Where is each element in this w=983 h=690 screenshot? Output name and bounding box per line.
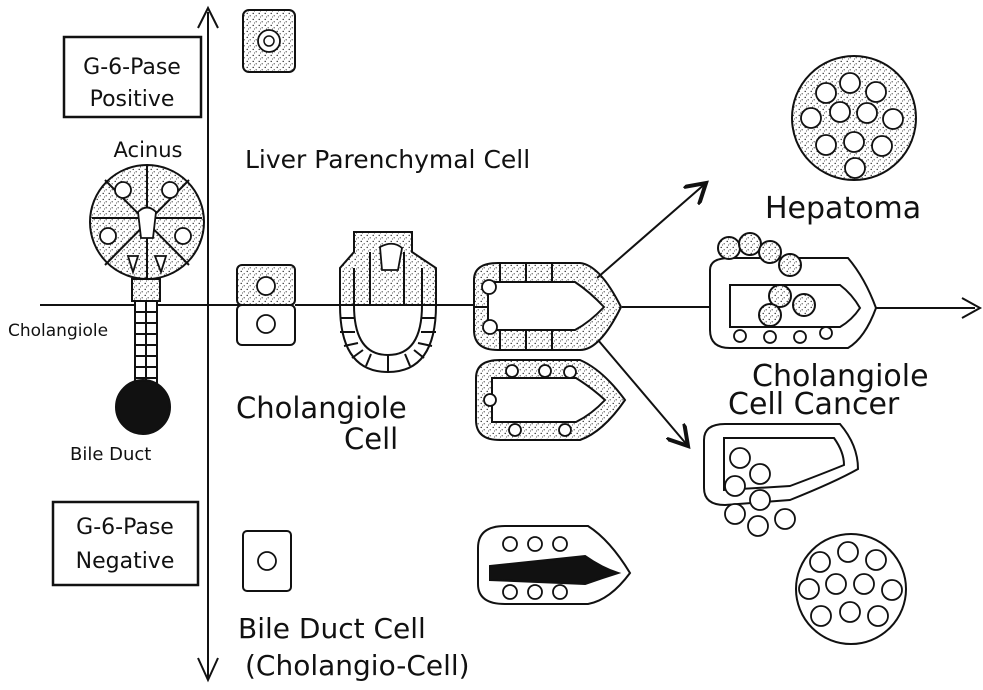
hepatoma-label: Hepatoma <box>765 191 921 226</box>
acinus-label: Acinus <box>114 138 183 162</box>
g6pase-negative-box: G-6-Pase Negative <box>53 502 198 585</box>
liver-parenchymal-cell-illustration <box>243 10 295 72</box>
g6pase-positive-label-1: G-6-Pase <box>83 55 181 80</box>
liver-parenchymal-cell-label: Liver Parenchymal Cell <box>245 145 530 174</box>
cholangiole-cancer-illustration <box>710 233 876 348</box>
g6pase-negative-label-2: Negative <box>76 549 175 574</box>
g6pase-positive-box: G-6-Pase Positive <box>64 37 201 117</box>
cholangiole-cell-label-2: Cell <box>344 422 398 456</box>
cholangiole-cell-illustration <box>237 265 295 345</box>
bile-duct-cell-illustration <box>243 531 291 591</box>
cholangiole-label: Cholangiole <box>8 321 108 341</box>
malignant-cluster-illustration <box>796 534 906 644</box>
ductule-structure-lower <box>478 526 630 604</box>
g6pase-positive-label-2: Positive <box>90 87 175 112</box>
g6pase-negative-label-1: G-6-Pase <box>76 515 174 540</box>
bile-duct-cell-label-1: Bile Duct Cell <box>238 612 426 645</box>
acinus-illustration <box>90 165 204 434</box>
bile-duct-label: Bile Duct <box>70 444 151 465</box>
bile-duct-cell-label-2: (Cholangio-Cell) <box>245 649 470 682</box>
hepatoma-cluster-illustration <box>792 56 916 180</box>
invasive-structure-illustration <box>704 424 858 536</box>
ductule-structure-middle <box>476 360 625 440</box>
cholangiole-cell-label-1: Cholangiole <box>236 391 407 425</box>
cholangiole-cell-cancer-label-2: Cell Cancer <box>728 387 900 422</box>
cholangiole-formation-illustration <box>340 232 436 372</box>
